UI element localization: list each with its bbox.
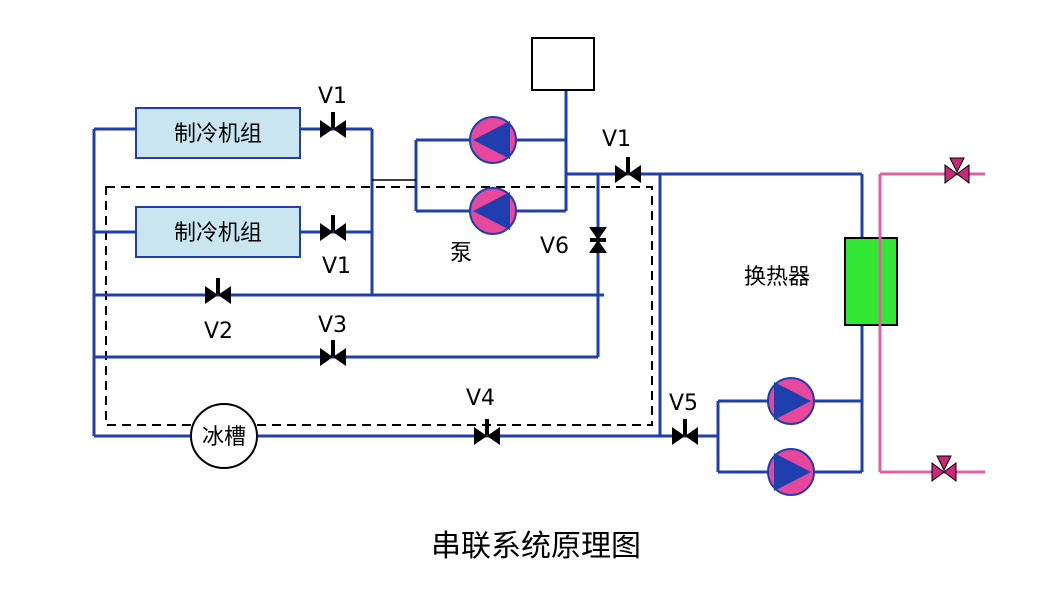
gate-valve-icon (474, 419, 500, 445)
valve-label-v2: V2 (204, 319, 233, 344)
gate-valve-icon (320, 112, 346, 138)
ice-tank-label: 冰槽 (202, 425, 246, 450)
ice-tank: 冰槽 (190, 403, 258, 469)
valve-label-v5: V5 (669, 391, 698, 416)
valve-label-v1-right: V1 (602, 127, 631, 152)
gate-valve-icon (615, 157, 641, 183)
valve-label-v4: V4 (466, 386, 495, 411)
three-way-valve-icon (931, 455, 957, 482)
gate-valve-icon (589, 227, 607, 253)
gate-valve-icon (320, 215, 346, 241)
chiller-2: 制冷机组 (135, 206, 301, 258)
gate-valve-icon (672, 419, 698, 445)
gate-valve-icon (320, 340, 346, 366)
chiller-2-label: 制冷机组 (174, 221, 262, 246)
pump-icon (767, 448, 815, 496)
chiller-1-label: 制冷机组 (174, 122, 262, 147)
heat-exchanger (844, 237, 898, 326)
expansion-tank (531, 37, 595, 91)
valve-label-v1-top: V1 (318, 84, 347, 109)
pump-icon (767, 377, 815, 425)
chiller-1: 制冷机组 (135, 107, 301, 159)
pump-icon (469, 187, 517, 235)
valve-label-v6: V6 (540, 234, 569, 259)
pump-label: 泵 (450, 241, 472, 266)
exchanger-label: 换热器 (744, 265, 810, 290)
valve-label-v3: V3 (318, 313, 347, 338)
valve-label-v1-mid: V1 (322, 254, 351, 279)
primary-pipes (92, 90, 864, 474)
diagram-title: 串联系统原理图 (431, 529, 641, 564)
three-way-valve-icon (944, 157, 970, 184)
dashed-boundary (105, 186, 653, 426)
pump-icon (469, 116, 517, 164)
gate-valves (205, 112, 698, 445)
gate-valve-icon (205, 278, 231, 304)
secondary-valves (931, 157, 970, 482)
